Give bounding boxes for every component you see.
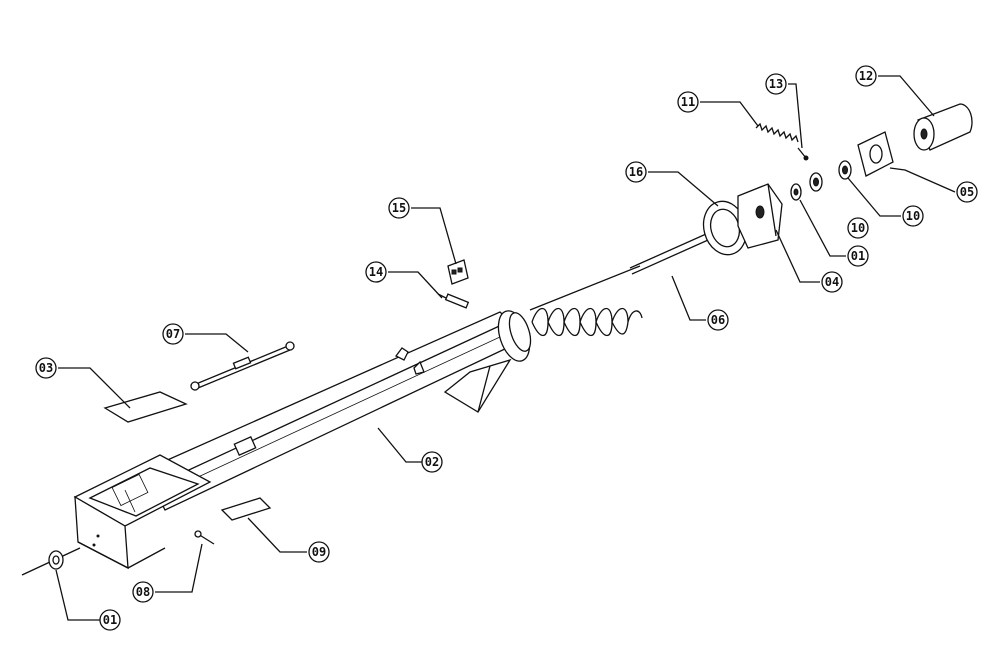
part-10-washer-a <box>809 172 823 192</box>
callout-01-left: 01 <box>99 609 121 631</box>
callout-03: 03 <box>35 357 57 379</box>
part-07-rod <box>190 341 295 391</box>
svg-text:01: 01 <box>851 249 865 263</box>
callout-15: 15 <box>388 197 410 219</box>
svg-text:11: 11 <box>681 95 695 109</box>
callout-08: 08 <box>132 581 154 603</box>
tube-flange <box>497 310 532 362</box>
part-13-pin <box>797 147 809 161</box>
part-01-washer-left <box>48 550 64 570</box>
part-10-washer-b <box>838 160 852 180</box>
callout-11: 11 <box>677 91 699 113</box>
callout-10-b: 10 <box>902 205 924 227</box>
callout-06: 06 <box>707 309 729 331</box>
svg-text:13: 13 <box>769 77 783 91</box>
svg-text:09: 09 <box>312 545 326 559</box>
callout-16: 16 <box>625 161 647 183</box>
callout-02: 02 <box>421 451 443 473</box>
svg-text:08: 08 <box>136 585 150 599</box>
callout-07: 07 <box>162 323 184 345</box>
callout-13: 13 <box>765 73 787 95</box>
part-12-motor <box>913 103 973 151</box>
callout-10-a: 10 <box>847 217 869 239</box>
callout-14: 14 <box>365 261 387 283</box>
callout-12: 12 <box>855 65 877 87</box>
svg-text:05: 05 <box>960 185 974 199</box>
svg-text:04: 04 <box>825 275 839 289</box>
part-16-gasket <box>702 200 748 256</box>
part-03-decal <box>103 391 188 423</box>
svg-text:06: 06 <box>711 313 725 327</box>
svg-text:16: 16 <box>629 165 643 179</box>
part-04-housing <box>737 183 783 249</box>
part-14-pin <box>437 293 470 309</box>
svg-text:14: 14 <box>369 265 383 279</box>
svg-text:01: 01 <box>103 613 117 627</box>
part-08-bolt <box>194 530 215 545</box>
part-09-decal <box>220 497 272 521</box>
svg-text:10: 10 <box>851 221 865 235</box>
callout-09: 09 <box>308 541 330 563</box>
part-01-bearing-right <box>790 183 802 201</box>
svg-text:07: 07 <box>166 327 180 341</box>
auger-flighting <box>529 265 643 337</box>
hopper-end <box>73 454 212 570</box>
callout-05: 05 <box>956 181 978 203</box>
svg-text:15: 15 <box>392 201 406 215</box>
part-11-spring <box>755 122 799 143</box>
svg-text:12: 12 <box>859 69 873 83</box>
part-15-bracket <box>447 259 469 285</box>
part-05-mount-plate <box>857 131 894 177</box>
leader-lines <box>55 75 956 621</box>
part-02-tube <box>144 311 530 511</box>
callout-01-right: 01 <box>847 245 869 267</box>
callout-04: 04 <box>821 271 843 293</box>
svg-text:03: 03 <box>39 361 53 375</box>
svg-text:02: 02 <box>425 455 439 469</box>
svg-text:10: 10 <box>906 209 920 223</box>
